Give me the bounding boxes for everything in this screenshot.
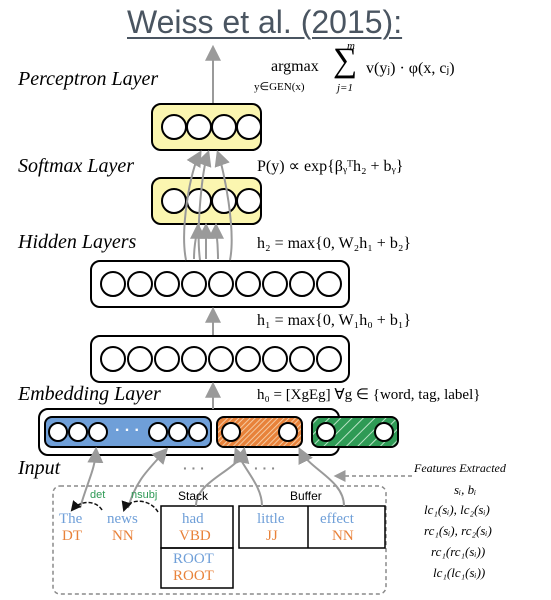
token-tag-nn: NN bbox=[112, 528, 134, 544]
feature-line-2: lc₁(sᵢ), lc₂(sᵢ) bbox=[424, 502, 490, 517]
perceptron-body: v(yⱼ) · φ(x, cⱼ) bbox=[366, 60, 455, 77]
word-embedding-block bbox=[44, 416, 212, 448]
token-tag-root: ROOT bbox=[173, 568, 214, 584]
hidden2-equation: h₂ = max{0, W₂h₁ + b₂} bbox=[257, 235, 412, 252]
embedding-layer-label: Embedding Layer bbox=[18, 383, 161, 405]
hidden1-equation: h₁ = max{0, W₁h₀ + b₁} bbox=[257, 312, 412, 329]
sum-lower-limit: j=1 bbox=[337, 82, 353, 94]
token-word-the: The bbox=[59, 511, 83, 527]
softmax-layer-box bbox=[151, 177, 262, 225]
perceptron-layer-label: Perceptron Layer bbox=[18, 68, 159, 90]
token-word-root: ROOT bbox=[173, 551, 214, 567]
token-word-little: little bbox=[257, 511, 285, 527]
feature-line-3: rc₁(sᵢ), rc₂(sᵢ) bbox=[424, 523, 492, 538]
perceptron-argmax-sub: y∈GEN(x) bbox=[254, 81, 305, 93]
token-tag-vbd: VBD bbox=[179, 528, 211, 544]
feature-line-5: lc₁(lc₁(sᵢ)) bbox=[433, 565, 486, 580]
tag-embedding-block bbox=[216, 416, 303, 448]
input-label: Input bbox=[18, 457, 61, 479]
perceptron-layer-box bbox=[151, 103, 262, 151]
embedding-equation: h₀ = [XgEg] ∀g ∈ {word, tag, label} bbox=[257, 387, 481, 403]
perceptron-argmax: argmax bbox=[271, 58, 319, 75]
token-word-news: news bbox=[107, 511, 138, 527]
dependency-arcs bbox=[70, 500, 159, 513]
embedding-layer-box bbox=[38, 408, 399, 456]
sum-upper-limit: m bbox=[347, 40, 355, 52]
input-dots-1: · · · bbox=[183, 460, 205, 476]
feature-line-4: rc₁(rc₁(sᵢ)) bbox=[431, 544, 486, 559]
feature-line-1: sᵢ, bᵢ bbox=[454, 482, 477, 497]
features-header: Features Extracted bbox=[414, 461, 506, 475]
nsubj-arc-label: nsubj bbox=[131, 489, 158, 501]
token-tag-dt: DT bbox=[62, 528, 82, 544]
hidden-layer-2-box bbox=[90, 260, 350, 308]
token-word-had: had bbox=[182, 511, 204, 527]
hidden-layer-1-box bbox=[90, 335, 350, 383]
softmax-equation: P(y) ∝ exp{βᵧᵀh₂ + bᵧ} bbox=[257, 158, 404, 175]
token-tag-nn-2: NN bbox=[332, 528, 354, 544]
hidden-layers-label: Hidden Layers bbox=[18, 231, 137, 253]
softmax-layer-label: Softmax Layer bbox=[18, 155, 135, 177]
title: Weiss et al. (2015): bbox=[127, 4, 403, 40]
network-arrows bbox=[183, 149, 233, 335]
buffer-label: Buffer bbox=[290, 489, 322, 503]
token-word-effect: effect bbox=[320, 511, 354, 527]
sum-symbol: ∑ bbox=[333, 42, 358, 79]
embedding-dots: · · · bbox=[115, 422, 140, 439]
det-arc-label: det bbox=[90, 489, 106, 501]
token-tag-jj: JJ bbox=[266, 528, 278, 544]
stack-label: Stack bbox=[178, 489, 209, 503]
label-embedding-block bbox=[311, 416, 399, 448]
input-dots-2: · · · bbox=[254, 460, 276, 476]
